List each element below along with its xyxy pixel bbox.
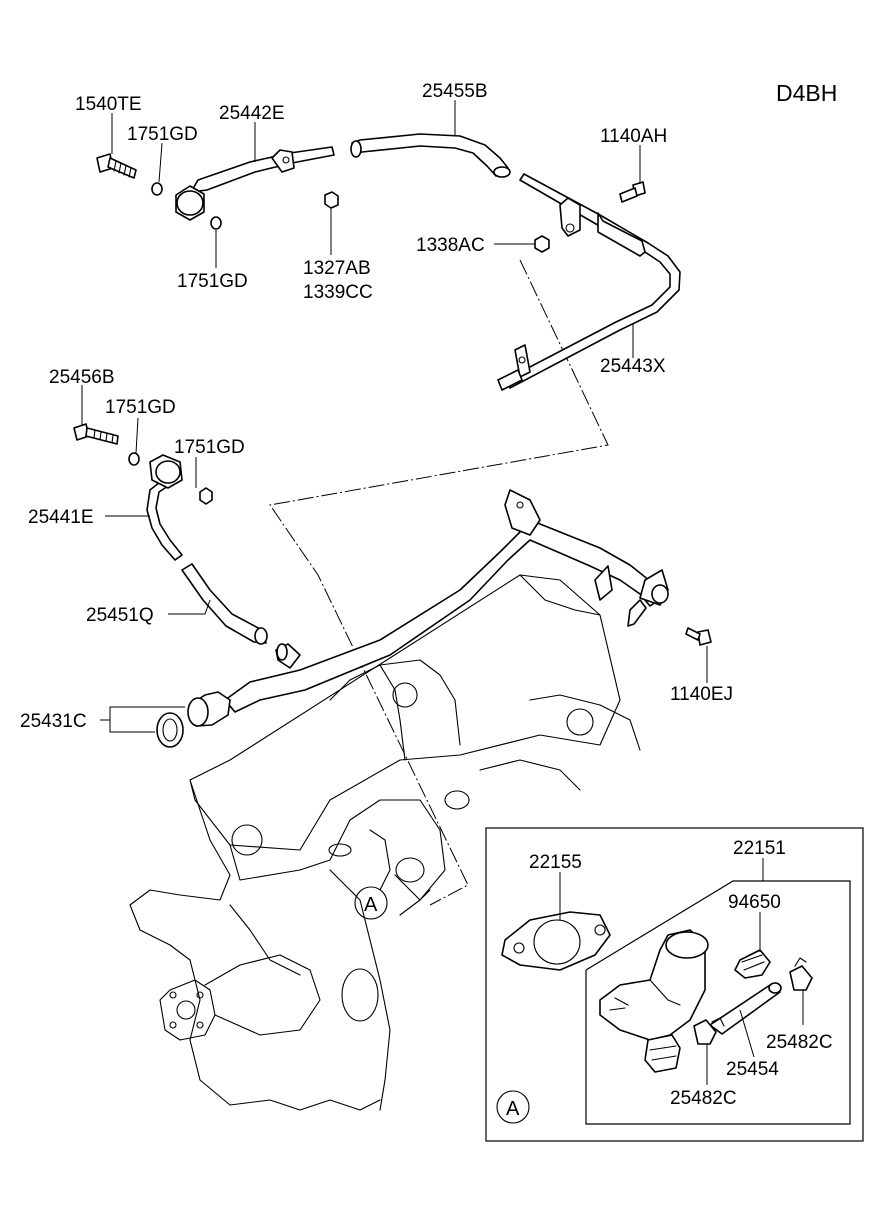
pipe-25443x — [497, 173, 681, 391]
label-1751gd-b: 1751GD — [177, 271, 248, 292]
label-25441e: 25441E — [28, 507, 94, 528]
hose-25451q — [181, 563, 268, 645]
washer-1751gd-d — [199, 487, 213, 505]
washer-1751gd-c — [128, 452, 140, 466]
pipe-25431c — [156, 489, 669, 748]
label-25455b: 25455B — [422, 81, 488, 102]
detail-a-box: A — [485, 827, 864, 1142]
label-1140ah: 1140AH — [600, 126, 667, 147]
label-1339cc: 1339CC — [303, 282, 373, 303]
bolt-25456b — [73, 423, 119, 445]
hose-25454 — [709, 982, 782, 1035]
leader-lines — [81, 100, 804, 1085]
label-22155: 22155 — [529, 852, 582, 873]
housing-22151 — [599, 929, 709, 1073]
pipe-25442e — [175, 146, 335, 221]
reference-lines — [269, 259, 609, 906]
label-1751gd-d: 1751GD — [174, 437, 245, 458]
nut-1338ac — [534, 235, 550, 253]
label-22151: 22151 — [733, 838, 786, 859]
label-25442e: 25442E — [219, 103, 285, 124]
label-1751gd-a: 1751GD — [127, 124, 198, 145]
part-labels: 1540TE 1751GD 25442E 1751GD 25455B 1140A… — [20, 81, 833, 1109]
nut-1327ab — [324, 191, 339, 209]
bolt-1140ah — [619, 181, 646, 203]
label-1751gd-c: 1751GD — [105, 397, 176, 418]
clamp-25482c-b — [693, 1017, 725, 1045]
detail-box-letter: A — [506, 1098, 520, 1120]
label-25451q: 25451Q — [86, 605, 154, 626]
engine-block — [129, 574, 641, 1111]
label-25431c: 25431C — [20, 711, 87, 732]
label-1140ej: 1140EJ — [670, 684, 733, 705]
label-25482c-a: 25482C — [766, 1032, 833, 1053]
washer-1751gd-b — [210, 216, 222, 230]
label-25482c-b: 25482C — [670, 1088, 737, 1109]
model-code: D4BH — [776, 80, 837, 106]
label-1540te: 1540TE — [75, 94, 142, 115]
clamp-25482c-a — [789, 957, 813, 991]
label-1338ac: 1338AC — [416, 235, 485, 256]
gasket-22155 — [501, 911, 611, 971]
label-25456b: 25456B — [49, 367, 115, 388]
pipe-25441e — [146, 454, 183, 561]
sensor-94650 — [734, 949, 771, 979]
label-1327ab: 1327AB — [303, 258, 371, 279]
bolt-1540te — [96, 153, 137, 179]
detail-ref-letter: A — [364, 894, 378, 916]
detail-ref-engine: A — [354, 886, 388, 920]
bolt-1140ej — [685, 627, 712, 646]
label-25443x: 25443X — [600, 356, 666, 377]
hose-25455b — [350, 133, 511, 178]
washer-1751gd-a — [151, 182, 163, 196]
label-25454: 25454 — [726, 1059, 779, 1080]
label-94650: 94650 — [728, 892, 781, 913]
